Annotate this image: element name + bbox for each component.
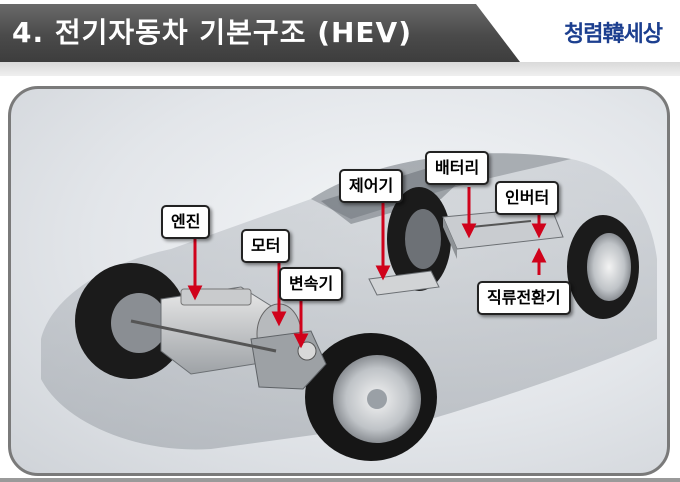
title-bar [0,4,520,62]
controller-box [368,270,440,296]
drive-shaft [130,319,277,353]
transmission-unit [250,330,327,390]
page-title: 4. 전기자동차 기본구조 (HEV) [12,16,413,49]
wheel-rear-far [387,187,451,291]
label-motor: 모터 [241,229,291,263]
label-controller: 제어기 [339,169,404,203]
header-divider [0,62,680,76]
logo: 청렴韓세상 [564,6,676,58]
wheel-rear-near [567,215,639,319]
wheel-front-near [305,333,437,461]
label-transmission: 변속기 [279,267,344,301]
label-dc-converter: 직류전환기 [477,281,571,315]
logo-text: 청렴韓세상 [564,22,663,47]
label-engine: 엔진 [161,205,211,239]
diagram-frame: 엔진 모터 변속기 제어기 배터리 인버터 직류전환기 [8,86,670,476]
label-inverter: 인버터 [495,181,560,215]
header: 4. 전기자동차 기본구조 (HEV) 청렴韓세상 [0,0,680,66]
footer-line [0,478,680,482]
label-battery: 배터리 [425,151,490,185]
